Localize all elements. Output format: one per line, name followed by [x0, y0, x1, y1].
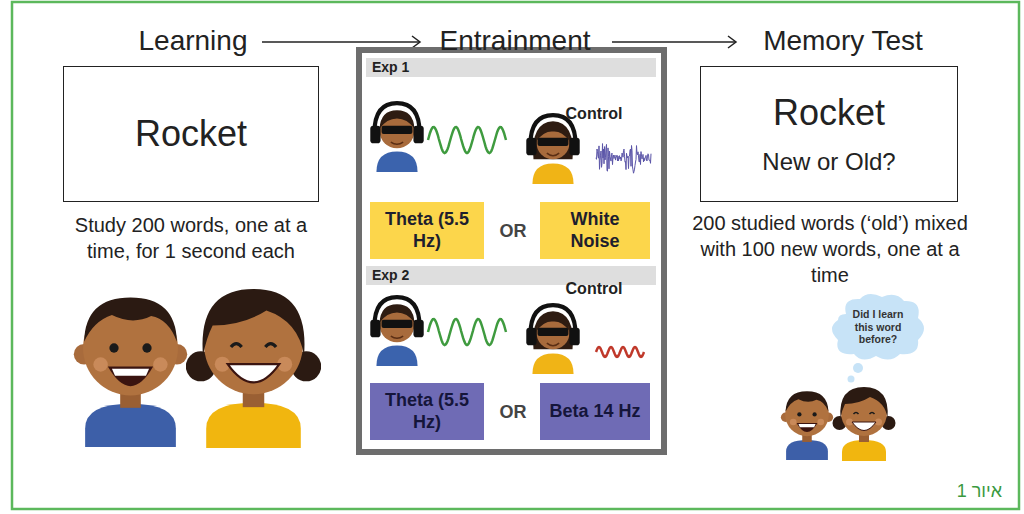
stage-heading: Memory Test	[738, 24, 948, 58]
condition-box: Theta (5.5 Hz)	[370, 202, 484, 259]
girl-figure	[186, 289, 321, 448]
node-text: Rocket	[135, 112, 247, 155]
node-text: White Noise	[546, 209, 644, 252]
white-noise-signal	[596, 144, 651, 174]
thought-trail	[853, 363, 863, 373]
node-text: Beta 14 Hz	[549, 401, 640, 423]
figure-caption: איור 1	[918, 480, 1002, 502]
step-description: Study 200 words, one at a time, for 1 se…	[56, 212, 326, 264]
listener-boy	[370, 103, 423, 172]
listener-girl	[526, 115, 579, 184]
thought-trail	[848, 376, 855, 383]
stage-heading: Learning	[113, 24, 273, 58]
thought-text: Did I learn this word before?	[845, 308, 911, 346]
stage-heading: Entrainment	[420, 24, 610, 58]
theta-wave	[428, 127, 506, 153]
node-text: Theta (5.5 Hz)	[376, 390, 478, 433]
thought-bubble: Did I learn this word before?	[828, 292, 928, 362]
control-label: Control	[552, 279, 636, 298]
condition-box: White Noise	[540, 202, 650, 259]
listener-girl	[526, 305, 579, 374]
condition-box: Beta 14 Hz	[540, 383, 650, 440]
figure-frame	[12, 2, 1019, 509]
boy-figure	[74, 297, 187, 447]
node-text: Theta (5.5 Hz)	[376, 209, 478, 252]
experiment-band: Exp 1	[366, 58, 656, 77]
condition-box: Rocket	[63, 66, 319, 202]
control-label: Control	[552, 104, 636, 123]
condition-box: RocketNew or Old?	[700, 66, 958, 202]
node-subtext: New or Old?	[762, 148, 895, 177]
girl-figure-small	[833, 387, 896, 461]
node-text: Exp 2	[372, 267, 409, 284]
entrainment-panel	[359, 50, 664, 452]
beta-wave	[596, 347, 644, 357]
node-text: Exp 1	[372, 59, 409, 76]
listener-boy	[370, 297, 423, 366]
or-label: OR	[488, 220, 538, 242]
or-label: OR	[488, 401, 538, 423]
condition-box: Theta (5.5 Hz)	[370, 383, 484, 440]
theta-wave	[428, 319, 506, 345]
node-text: Rocket	[773, 91, 885, 134]
boy-figure-small	[781, 391, 833, 460]
step-description: 200 studied words (‘old’) mixed with 100…	[692, 210, 968, 288]
